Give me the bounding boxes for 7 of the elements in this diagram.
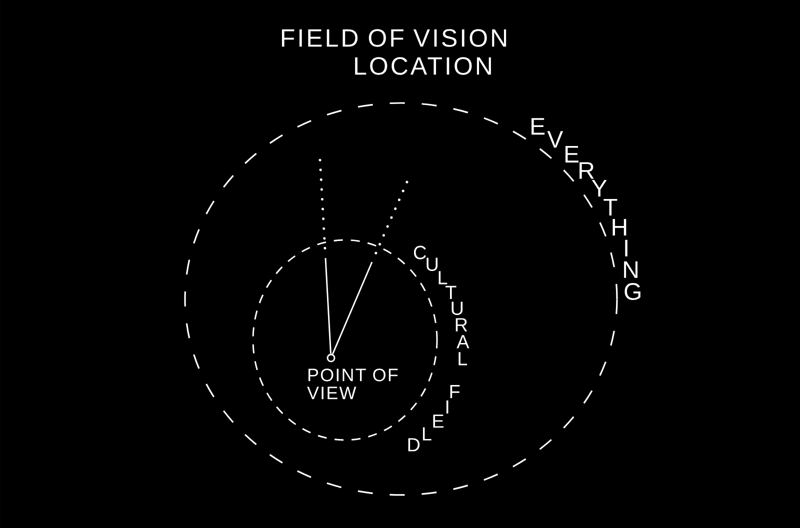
label-text: LOCATION [355,57,491,75]
sight-line [332,262,373,354]
label-text: FIELD OF VISION [282,29,506,47]
curved-label: CULTURAL FIELD [408,246,470,452]
sight-line [324,258,332,354]
text-label: POINT OF VIEW [307,368,398,400]
curved-label: EVERYTHING [532,118,640,300]
